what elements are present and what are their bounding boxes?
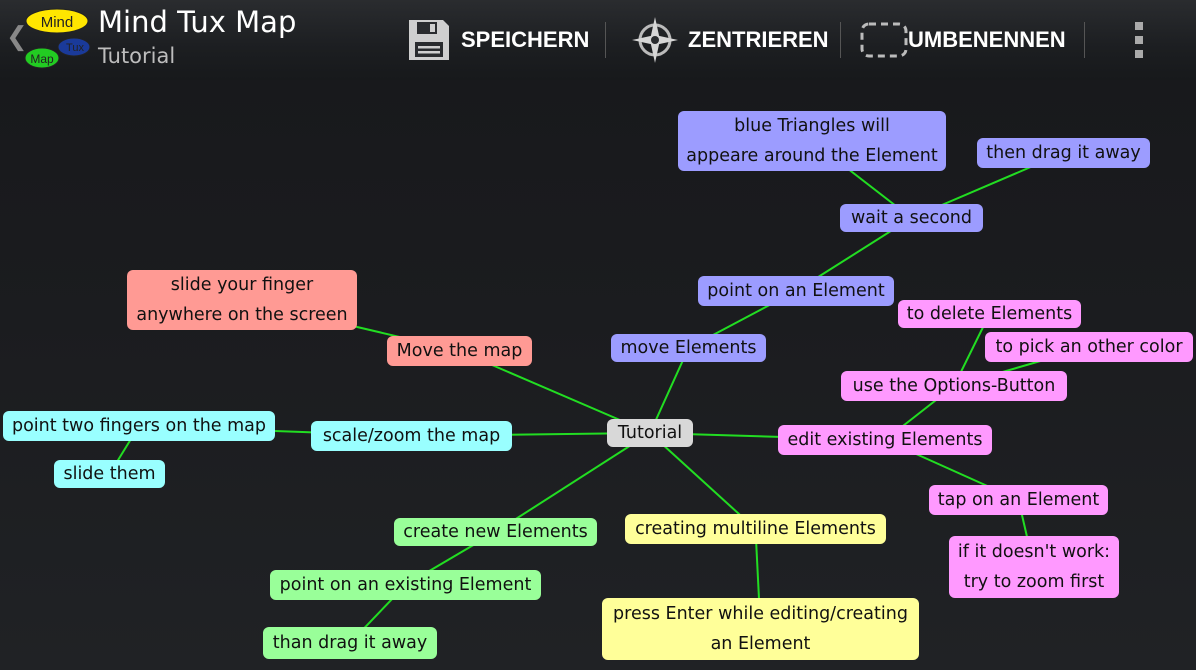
- node-text-line: scale/zoom the map: [322, 426, 501, 446]
- node-edit-existing[interactable]: edit existing Elements: [778, 425, 992, 455]
- node-than-drag[interactable]: than drag it away: [263, 627, 437, 659]
- node-text-line: point on an Element: [707, 281, 885, 301]
- node-point-element[interactable]: point on an Element: [698, 276, 894, 306]
- node-text-line: try to zoom first: [963, 572, 1105, 592]
- node-text-line: to pick an other color: [995, 337, 1183, 357]
- node-text-line: move Elements: [620, 338, 757, 358]
- edge-tutorial-move-elements: [649, 347, 690, 434]
- save-label: SPEICHERN: [461, 27, 590, 52]
- node-scale-zoom[interactable]: scale/zoom the map: [311, 421, 512, 451]
- app-title: Mind Tux Map: [98, 5, 297, 39]
- node-create-new[interactable]: create new Elements: [394, 518, 597, 546]
- node-tap-element[interactable]: tap on an Element: [929, 485, 1108, 515]
- node-multiline[interactable]: creating multiline Elements: [625, 514, 886, 544]
- node-wait-second[interactable]: wait a second: [840, 204, 983, 232]
- rename-label: UMBENENNEN: [908, 27, 1066, 52]
- node-text-line: creating multiline Elements: [635, 519, 876, 539]
- logo-word-map: Map: [30, 52, 54, 66]
- node-blue-triangles[interactable]: blue Triangles will appeare around the El…: [678, 111, 946, 171]
- logo-word-mind: Mind: [41, 14, 74, 31]
- map-subtitle: Tutorial: [98, 44, 176, 68]
- node-text-line: point two fingers on the map: [11, 416, 267, 436]
- dashed-rectangle-icon: [860, 22, 908, 58]
- node-doesnt-work[interactable]: if it doesn't work: try to zoom first: [949, 536, 1119, 598]
- node-text-line: then drag it away: [986, 143, 1141, 163]
- center-label: ZENTRIEREN: [688, 27, 829, 52]
- node-delete-elements[interactable]: to delete Elements: [898, 300, 1081, 328]
- overflow-menu-icon[interactable]: [1128, 18, 1150, 62]
- back-chevron-icon[interactable]: ❮: [6, 22, 28, 52]
- logo-word-tux: Tux: [66, 42, 84, 54]
- floppy-disk-icon: [409, 20, 449, 60]
- node-text-line: if it doesn't work:: [957, 542, 1111, 562]
- node-text-line: tap on an Element: [937, 490, 1100, 510]
- node-two-fingers[interactable]: point two fingers on the map: [3, 411, 275, 441]
- node-text-line: point on an existing Element: [279, 575, 532, 595]
- node-text-line: blue Triangles will: [734, 116, 890, 136]
- node-press-enter[interactable]: press Enter while editing/creating an Ele…: [602, 598, 919, 660]
- node-text-line: than drag it away: [272, 633, 428, 653]
- app-logo-icon[interactable]: Mind Map Tux: [24, 6, 92, 72]
- divider: [840, 22, 841, 58]
- node-tutorial[interactable]: Tutorial: [607, 419, 693, 447]
- node-text-line: edit existing Elements: [787, 430, 983, 450]
- node-text-line: to delete Elements: [906, 304, 1073, 324]
- node-text-line: create new Elements: [403, 522, 588, 542]
- node-text-line: wait a second: [850, 208, 973, 228]
- center-button[interactable]: ZENTRIEREN: [630, 0, 829, 80]
- node-text-line: press Enter while editing/creating: [613, 604, 908, 624]
- node-pick-color[interactable]: to pick an other color: [985, 332, 1193, 362]
- node-text-line: Move the map: [396, 341, 523, 361]
- node-text-line: anywhere on the screen: [136, 305, 348, 325]
- node-text-line: slide them: [63, 464, 156, 484]
- node-move-map[interactable]: Move the map: [387, 336, 532, 366]
- edge-tutorial-multiline: [649, 432, 757, 530]
- node-options-button[interactable]: use the Options-Button: [841, 371, 1067, 401]
- save-button[interactable]: SPEICHERN: [405, 0, 589, 80]
- node-text-line: Tutorial: [617, 423, 683, 443]
- node-text-line: an Element: [710, 634, 811, 654]
- divider: [605, 22, 606, 58]
- action-bar: ❮ Mind Map Tux Mind Tux Map Tutorial SPE…: [0, 0, 1196, 81]
- node-slide-them[interactable]: slide them: [54, 460, 165, 488]
- node-point-existing[interactable]: point on an existing Element: [270, 570, 541, 600]
- node-text-line: slide your finger: [170, 275, 314, 295]
- compass-icon: [632, 17, 678, 63]
- edge-tutorial-create-new: [494, 432, 651, 533]
- node-drag-away[interactable]: then drag it away: [977, 138, 1150, 168]
- node-move-elements[interactable]: move Elements: [611, 334, 766, 362]
- rename-button[interactable]: UMBENENNEN: [860, 0, 1066, 80]
- node-slide-finger[interactable]: slide your finger anywhere on the screen: [127, 270, 357, 330]
- node-text-line: use the Options-Button: [852, 376, 1056, 396]
- divider: [1084, 22, 1085, 58]
- node-text-line: appeare around the Element: [686, 146, 938, 166]
